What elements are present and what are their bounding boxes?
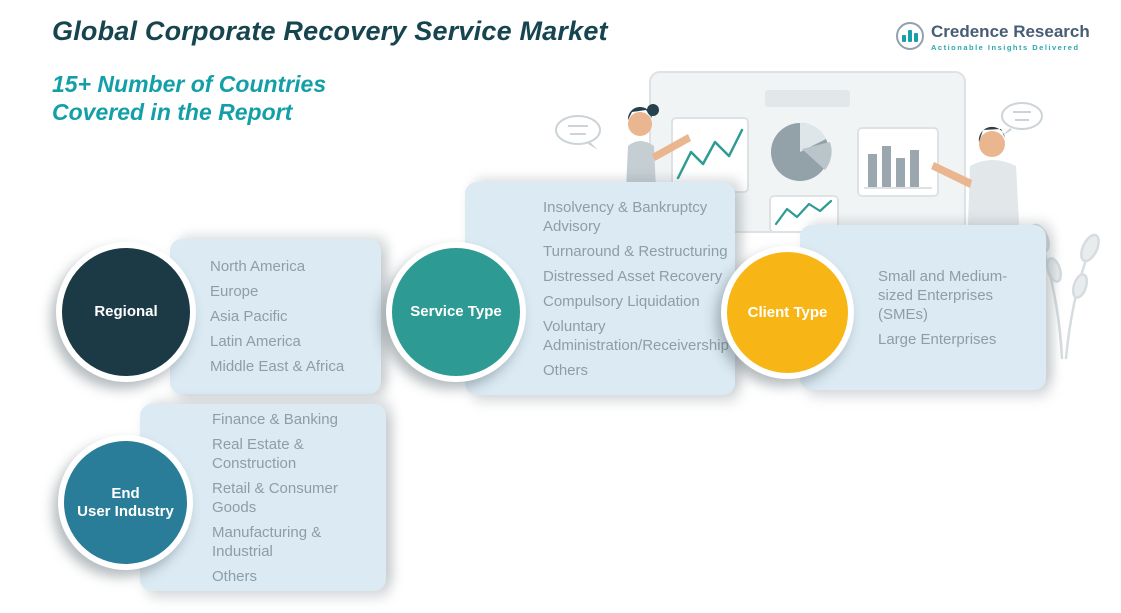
panel-item: Distressed Asset Recovery xyxy=(543,267,723,285)
panel-item: Asia Pacific xyxy=(210,308,288,325)
panel-item: Turnaround & Restructuring xyxy=(543,242,728,260)
panel-item: Manufacturing & Industrial xyxy=(212,523,322,560)
panel-item: Small and Medium-sized Enterprises (SMEs… xyxy=(878,267,1008,323)
panel-item: North America xyxy=(210,258,306,275)
service-type-badge: Service Type xyxy=(386,242,526,382)
page-title: Global Corporate Recovery Service Market xyxy=(52,16,608,46)
panel-item: Retail & Consumer Goods xyxy=(212,479,338,516)
speech-bubble-right-icon xyxy=(1001,102,1043,136)
panel-item: Large Enterprises xyxy=(878,330,997,348)
logo-tagline: Actionable Insights Delivered xyxy=(931,43,1080,52)
panel-item: Others xyxy=(543,361,589,379)
logo-text: Credence Research Actionable Insights De… xyxy=(931,22,1090,52)
panel-item: Insolvency & Bankruptcy Advisory xyxy=(543,198,708,235)
logo-bar-medium xyxy=(908,30,912,42)
regional-panel: North America Europe Asia Pacific Latin … xyxy=(170,239,381,394)
end-user-label-line2: User Industry xyxy=(77,502,174,520)
pie-chart-icon xyxy=(771,122,832,181)
credence-research-logo: Credence Research Actionable Insights De… xyxy=(896,22,1090,52)
logo-name: Credence Research xyxy=(931,22,1090,41)
page-subtitle-line2: Covered in the Report xyxy=(52,99,293,125)
panel-item: Latin America xyxy=(210,333,301,350)
panel-item: Others xyxy=(212,567,258,585)
panel-item: Middle East & Africa xyxy=(210,358,345,375)
end-user-industry-panel: Finance & Banking Real Estate & Construc… xyxy=(140,404,386,591)
page-subtitle-line1: 15+ Number of Countries xyxy=(52,71,327,97)
regional-badge: Regional xyxy=(56,242,196,382)
end-user-industry-badge-label: End User Industry xyxy=(77,485,174,521)
line-chart-icon xyxy=(671,117,749,193)
logo-bar-small xyxy=(902,35,906,42)
end-user-label-line1: End xyxy=(111,484,140,502)
service-type-badge-label: Service Type xyxy=(410,303,502,320)
client-type-badge: Client Type xyxy=(721,246,854,379)
panel-item: Compulsory Liquidation xyxy=(543,292,700,310)
page-subtitle: 15+ Number of Countries Covered in the R… xyxy=(52,70,326,126)
regional-badge-label: Regional xyxy=(94,303,158,320)
panel-item: Europe xyxy=(210,283,259,300)
panel-item: Finance & Banking xyxy=(212,410,338,428)
panel-item: Voluntary Administration/Receivership xyxy=(543,317,729,354)
trend-zigzag-icon xyxy=(769,195,839,233)
panel-item: Real Estate & Construction xyxy=(212,435,304,472)
end-user-industry-badge: End User Industry xyxy=(58,435,193,570)
bar-chart-icon xyxy=(857,127,939,197)
client-type-badge-label: Client Type xyxy=(747,303,828,321)
logo-bar-large xyxy=(914,33,918,42)
speech-bubble-left-icon xyxy=(555,115,601,150)
logo-bars-icon xyxy=(896,22,924,50)
